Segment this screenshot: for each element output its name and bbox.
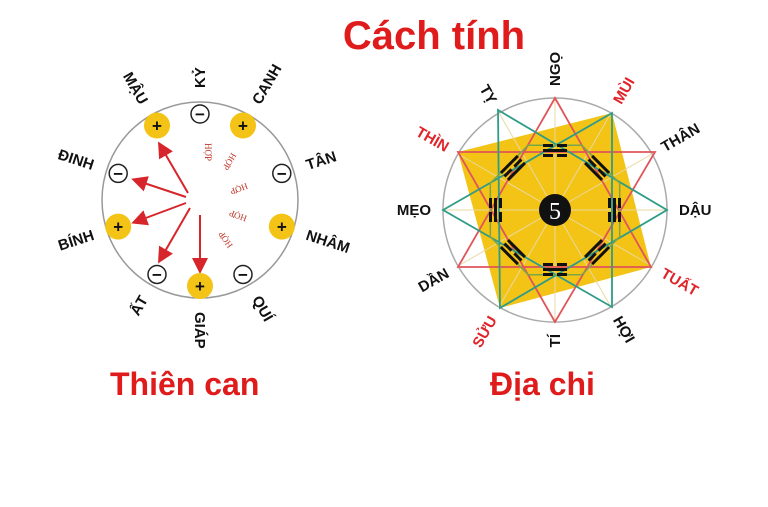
stem-0: +MẬU <box>119 69 170 139</box>
plus-icon: + <box>238 117 248 136</box>
stem-label: TÂN <box>304 147 339 174</box>
stem-4: + NHÂM <box>268 213 352 257</box>
arrow <box>131 202 187 226</box>
stem-5: −QUÍ <box>233 264 277 325</box>
trigram-icon <box>543 263 567 276</box>
thien-can-caption: Thiên can <box>110 366 260 402</box>
branch-label: MÙI <box>609 74 638 107</box>
arrows <box>131 141 208 274</box>
stem-8: + BÍNH <box>56 213 132 255</box>
plus-icon: + <box>113 218 123 237</box>
trigram-icon <box>543 144 567 157</box>
hop-label: HỢP <box>221 151 239 172</box>
trigram-icon <box>583 238 611 266</box>
center-circle <box>539 194 571 226</box>
minus-icon: − <box>152 265 162 284</box>
trigram-icon <box>608 198 621 222</box>
branch-label: THÌN <box>413 124 452 156</box>
branch-label: DẬU <box>679 201 712 219</box>
stem-3: −TÂN <box>272 147 339 183</box>
minus-icon: − <box>195 105 205 124</box>
stem-label: ĐINH <box>56 146 96 174</box>
stem-1: − KỶ <box>190 67 210 124</box>
stem-label: QUÍ <box>248 293 276 325</box>
stem-label: MẬU <box>119 69 152 108</box>
branch-label: THÂN <box>658 119 703 155</box>
branch-label: DẦN <box>415 265 452 296</box>
hop-label: HỢP <box>203 143 213 161</box>
green-triangles <box>441 108 669 310</box>
trigram-icon <box>583 154 611 182</box>
arrow <box>157 141 189 194</box>
hop-label: HỢP <box>216 229 235 249</box>
arrow <box>158 207 191 264</box>
branch-label: TUẤT <box>658 265 701 300</box>
stem-6: + GIÁP <box>187 273 213 349</box>
plus-icon: + <box>277 218 287 237</box>
stem-2: +CANH <box>230 61 285 139</box>
hop-label: HỢP <box>229 181 249 197</box>
dia-chi-caption: Địa chi <box>490 366 595 402</box>
stem-label: NHÂM <box>304 226 352 257</box>
branch-label: MẸO <box>397 202 432 219</box>
branch-label: HỢI <box>609 313 638 346</box>
trigram-icon <box>499 154 527 182</box>
stem-7: −ẤT <box>127 264 167 319</box>
branch-label: TÍ <box>547 333 564 347</box>
arrow <box>131 176 187 198</box>
plus-icon: + <box>195 277 205 296</box>
page-title: Cách tính <box>342 14 526 58</box>
stem-label: CANH <box>249 61 285 107</box>
plus-icon: + <box>152 117 162 136</box>
branch-label: SỬU <box>469 313 501 351</box>
minus-icon: − <box>113 164 123 183</box>
stem-label: BÍNH <box>56 227 96 255</box>
minus-icon: − <box>277 164 287 183</box>
stem-9: −ĐINH <box>56 146 128 183</box>
center-number: 5 <box>549 199 561 225</box>
stem-label: ẤT <box>127 293 152 319</box>
branch-label: TỴ <box>476 82 500 107</box>
minus-icon: − <box>238 265 248 284</box>
dia-chi-diagram: 5 NGỌ MÙI THÂN DẬU TUẤT HỢI TÍ SỬU DẦN MẸO THÌN TỴ <box>397 52 712 351</box>
trigram-icon <box>499 238 527 266</box>
branch-label: NGỌ <box>547 52 564 87</box>
stem-label: GIÁP <box>191 312 208 349</box>
trigram-icon <box>489 198 502 222</box>
stem-label: KỶ <box>192 67 209 88</box>
hop-label: HỢP <box>228 208 248 224</box>
